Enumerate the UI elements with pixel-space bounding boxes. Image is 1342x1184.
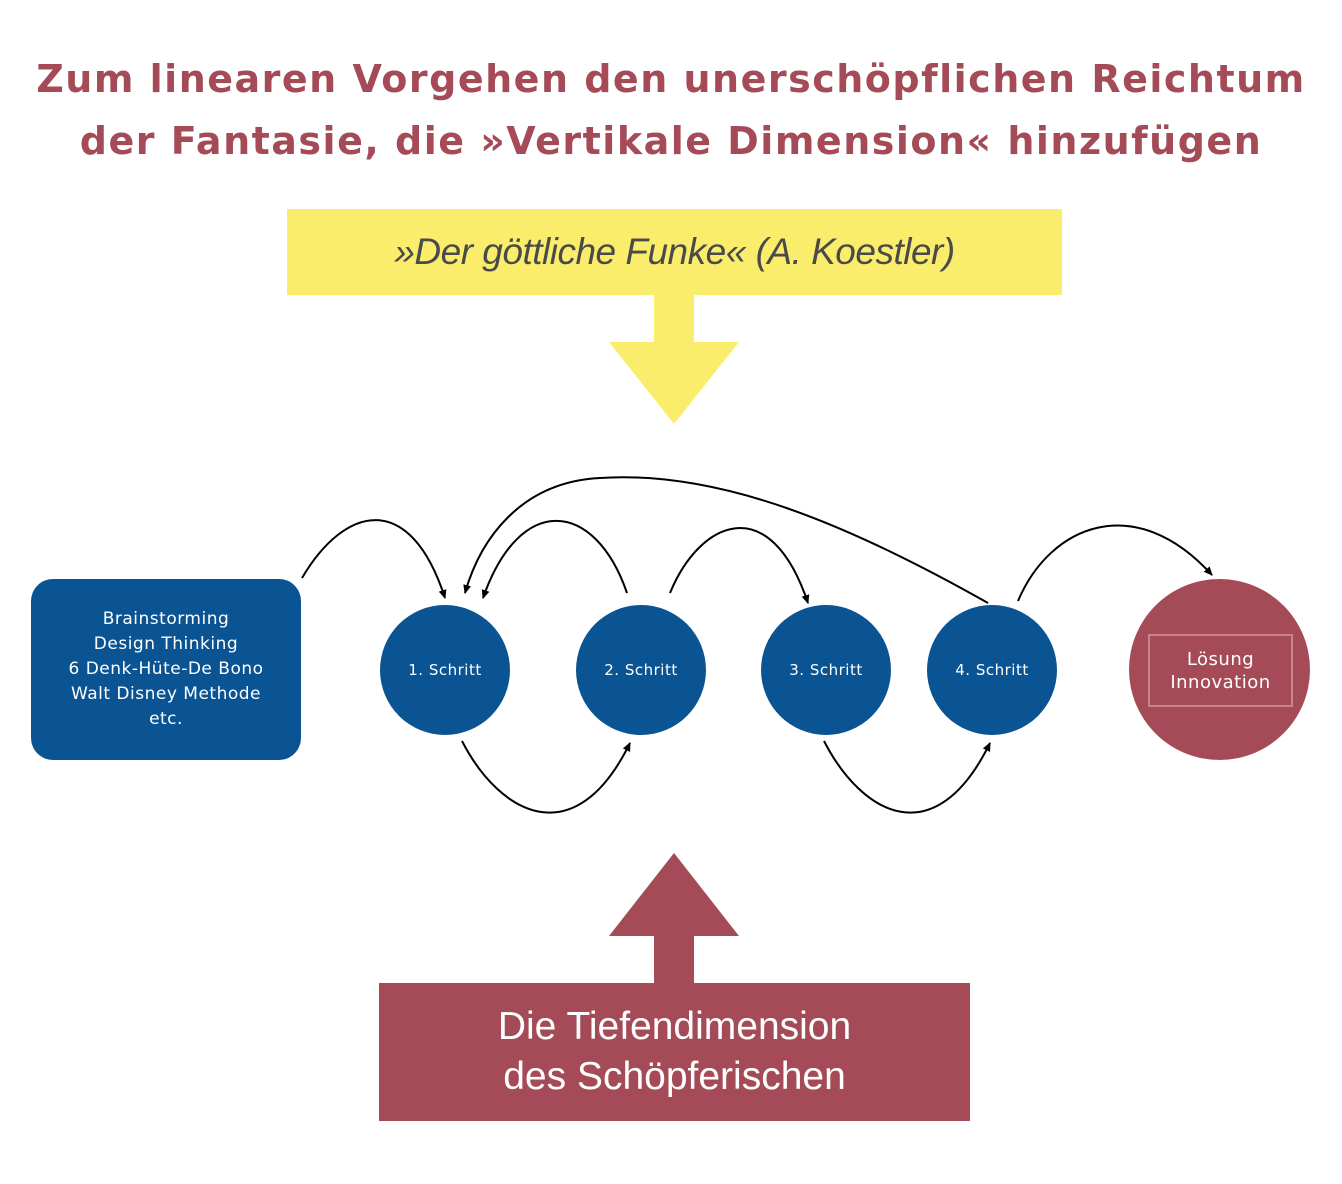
step-1-circle: 1. Schritt bbox=[380, 605, 510, 735]
method-item: 6 Denk-Hüte-De Bono bbox=[68, 659, 264, 679]
arc-step2-to-step1 bbox=[481, 520, 628, 599]
step-label: 4. Schritt bbox=[955, 661, 1029, 679]
page-title: Zum linearen Vorgehen den unerschöpflich… bbox=[0, 48, 1342, 172]
result-line-2: Innovation bbox=[1170, 671, 1271, 693]
up-arrow-icon bbox=[609, 853, 739, 983]
step-label: 1. Schritt bbox=[408, 661, 482, 679]
step-label: 3. Schritt bbox=[789, 661, 863, 679]
arc-step4-to-step1 bbox=[463, 476, 989, 604]
spark-box-label: »Der göttliche Funke« (A. Koestler) bbox=[394, 231, 955, 272]
arc-step4-to-result bbox=[1017, 524, 1213, 602]
depth-line-1: Die Tiefendimension bbox=[497, 1005, 852, 1048]
result-label-box: Lösung Innovation bbox=[1148, 634, 1293, 707]
methods-box: Brainstorming Design Thinking 6 Denk-Hüt… bbox=[31, 579, 301, 760]
arc-step2-to-step3 bbox=[669, 527, 810, 604]
arc-step3-to-step4 bbox=[823, 740, 991, 814]
method-item: etc. bbox=[149, 709, 183, 729]
result-line-1: Lösung bbox=[1186, 648, 1255, 670]
arc-step1-to-step2 bbox=[461, 740, 631, 814]
down-arrow-icon bbox=[609, 295, 739, 424]
spark-box: »Der göttliche Funke« (A. Koestler) bbox=[287, 209, 1062, 295]
depth-box: Die Tiefendimension des Schöpferischen bbox=[379, 983, 970, 1121]
depth-line-2: des Schöpferischen bbox=[503, 1055, 846, 1098]
arc-methods-to-step1 bbox=[301, 519, 447, 599]
step-3-circle: 3. Schritt bbox=[761, 605, 891, 735]
method-item: Design Thinking bbox=[93, 634, 239, 654]
title-line-2: der Fantasie, die »Vertikale Dimension« … bbox=[79, 119, 1263, 163]
step-label: 2. Schritt bbox=[604, 661, 678, 679]
step-4-circle: 4. Schritt bbox=[927, 605, 1057, 735]
result-circle: Lösung Innovation bbox=[1129, 579, 1310, 760]
title-line-1: Zum linearen Vorgehen den unerschöpflich… bbox=[36, 57, 1306, 101]
step-2-circle: 2. Schritt bbox=[576, 605, 706, 735]
method-item: Brainstorming bbox=[102, 609, 230, 629]
method-item: Walt Disney Methode bbox=[70, 684, 262, 704]
